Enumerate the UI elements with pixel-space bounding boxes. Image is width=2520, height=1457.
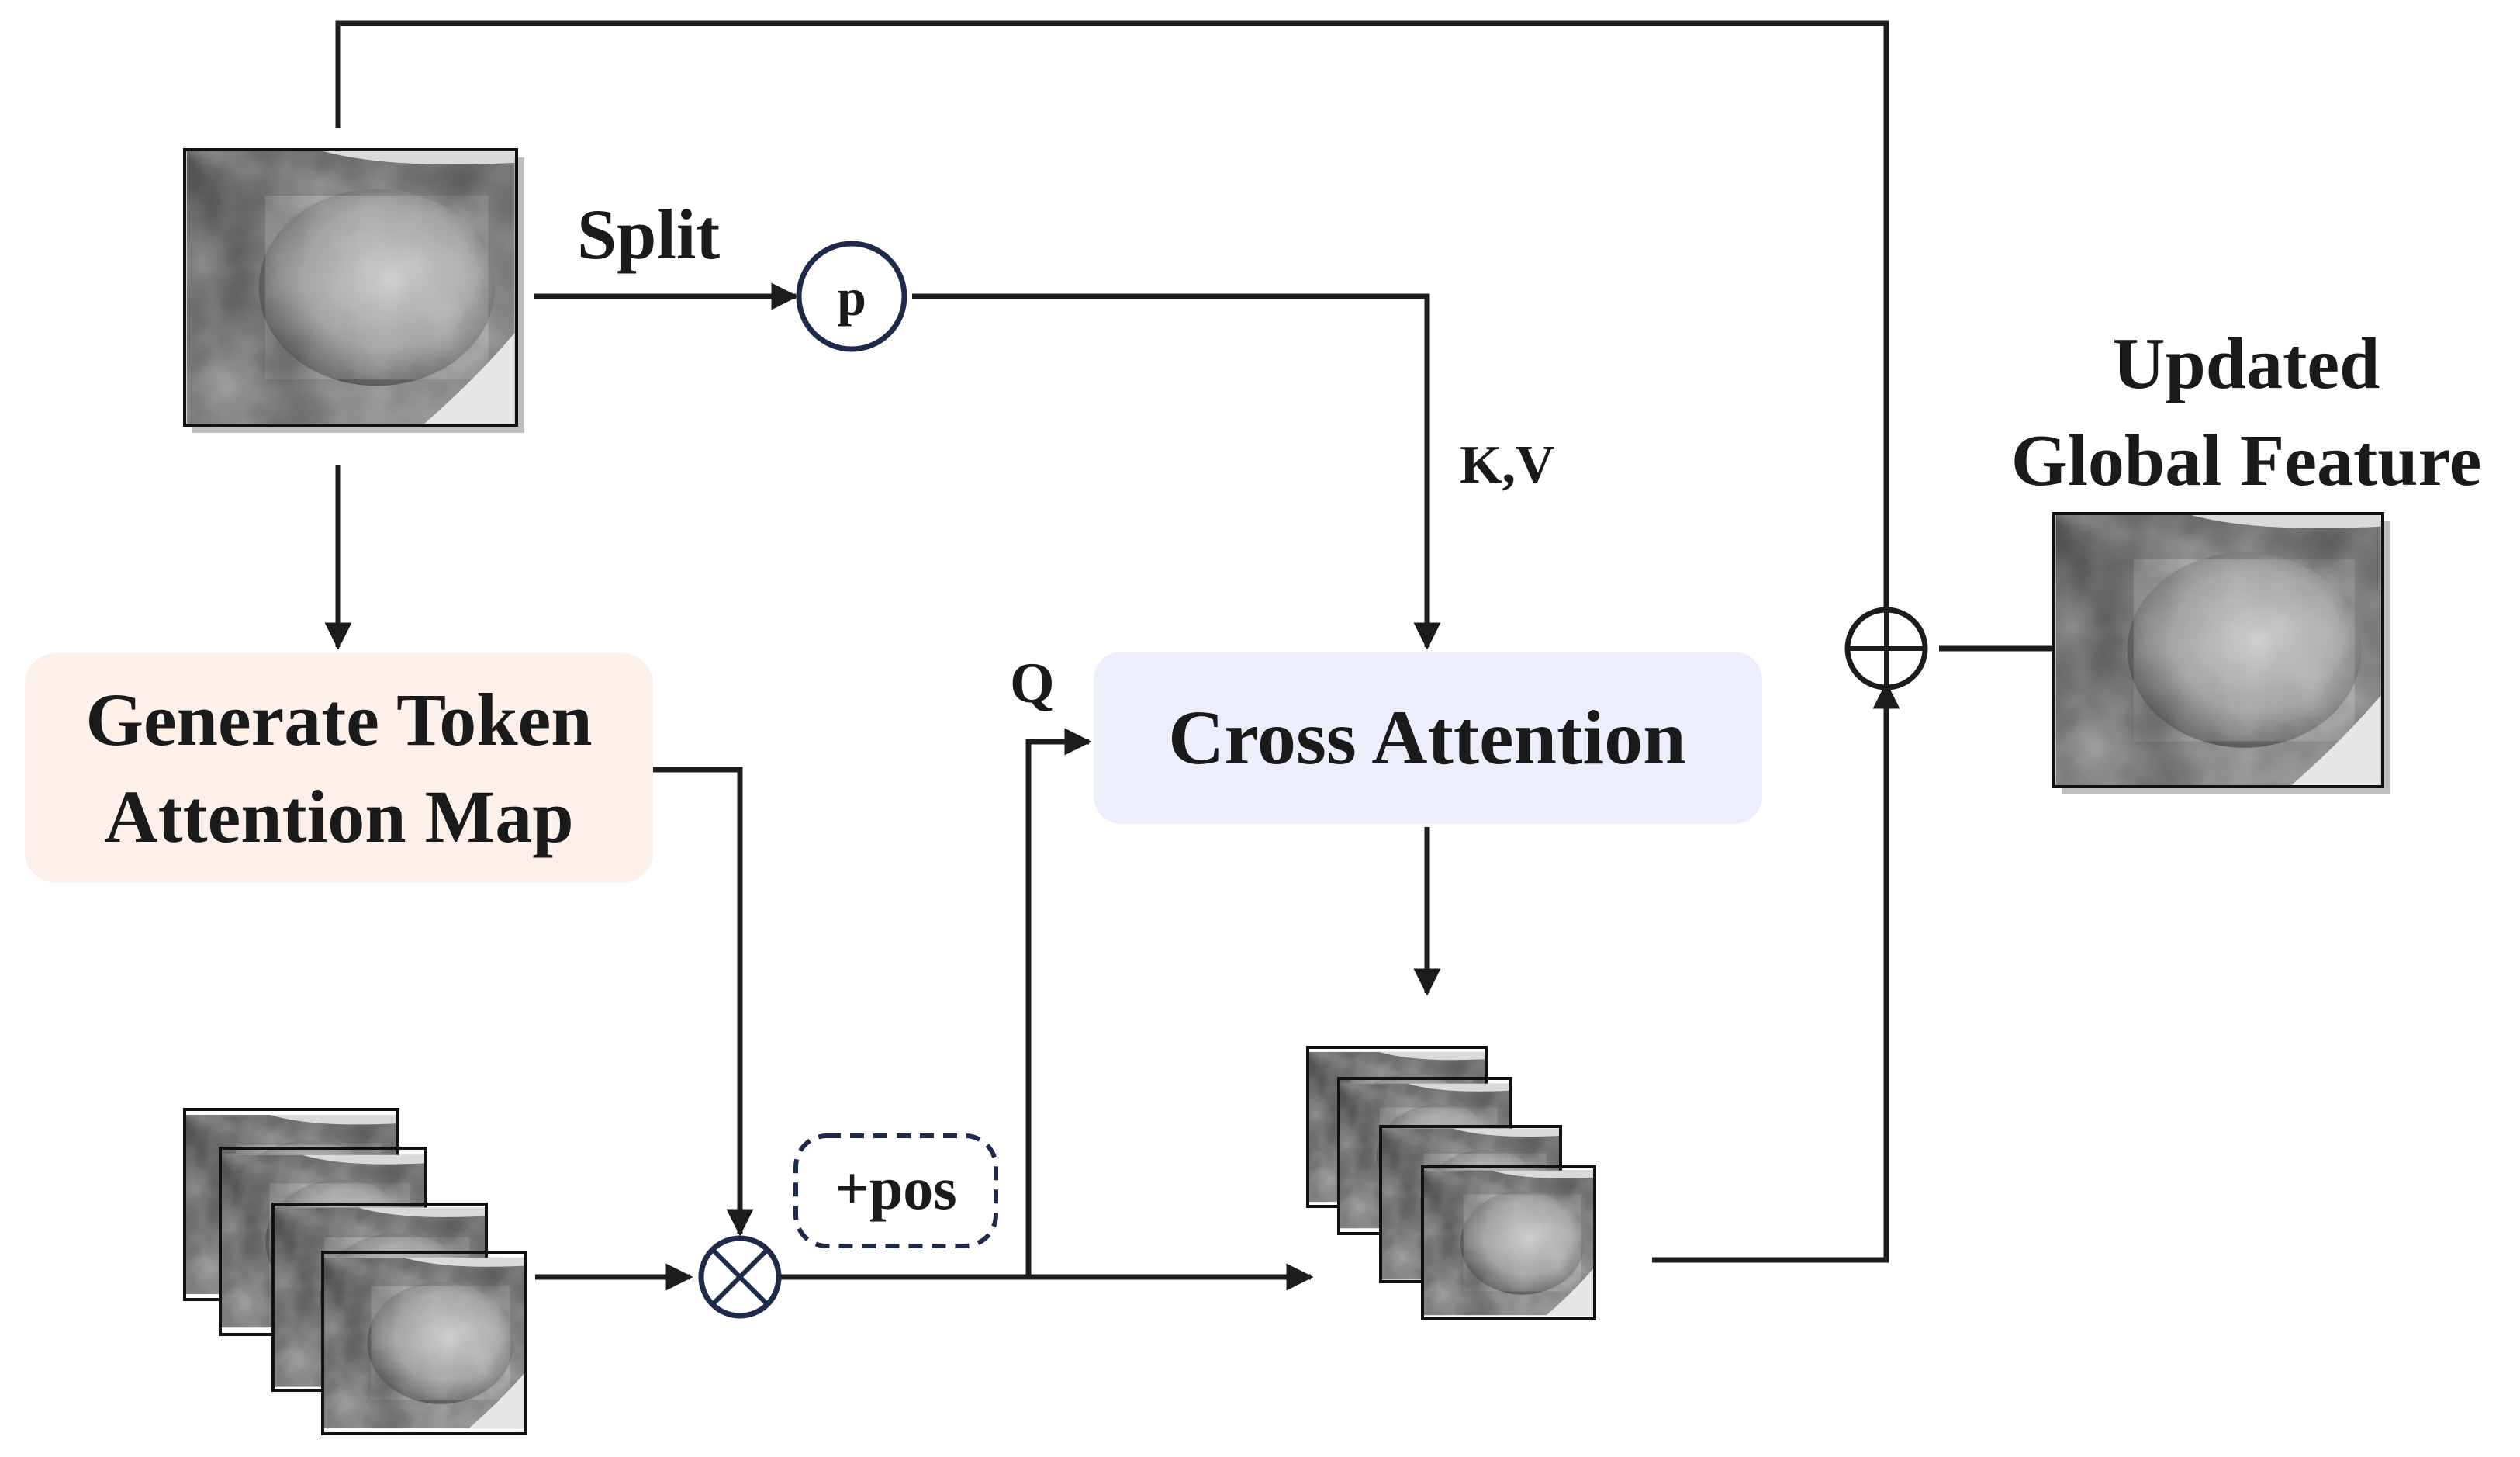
pos-label: +pos	[835, 1154, 956, 1222]
cross-attention-box: Cross Attention	[1094, 652, 1762, 824]
pos-embedding-box: +pos	[793, 1133, 998, 1248]
token-to-multiply-arrow	[653, 767, 754, 1237]
add-node	[1844, 607, 1928, 690]
generate-token-box: Generate Token Attention Map	[25, 653, 653, 883]
multiply-node	[698, 1235, 782, 1319]
generate-token-line1: Generate Token	[85, 678, 592, 761]
updated-label-line1: Updated	[2113, 324, 2380, 404]
svg-text:p: p	[837, 268, 866, 327]
input-feature-image	[183, 148, 524, 433]
p-node: p	[796, 241, 907, 352]
kv-arrow	[912, 293, 1441, 650]
output-token-stack	[1306, 1046, 1596, 1320]
q-arrow	[1025, 728, 1092, 1277]
updated-label-line2: Global Feature	[2011, 420, 2482, 501]
input-token-stack	[183, 1108, 527, 1435]
cross-attention-label: Cross Attention	[1168, 694, 1686, 780]
stack-to-add-arrow	[1652, 681, 1900, 1263]
kv-label: K,V	[1460, 435, 1555, 495]
split-label: Split	[577, 195, 720, 274]
q-label: Q	[1010, 652, 1055, 715]
generate-token-line2: Attention Map	[104, 775, 573, 858]
updated-feature-image	[2052, 512, 2390, 794]
skip-connection-line	[335, 20, 1900, 687]
